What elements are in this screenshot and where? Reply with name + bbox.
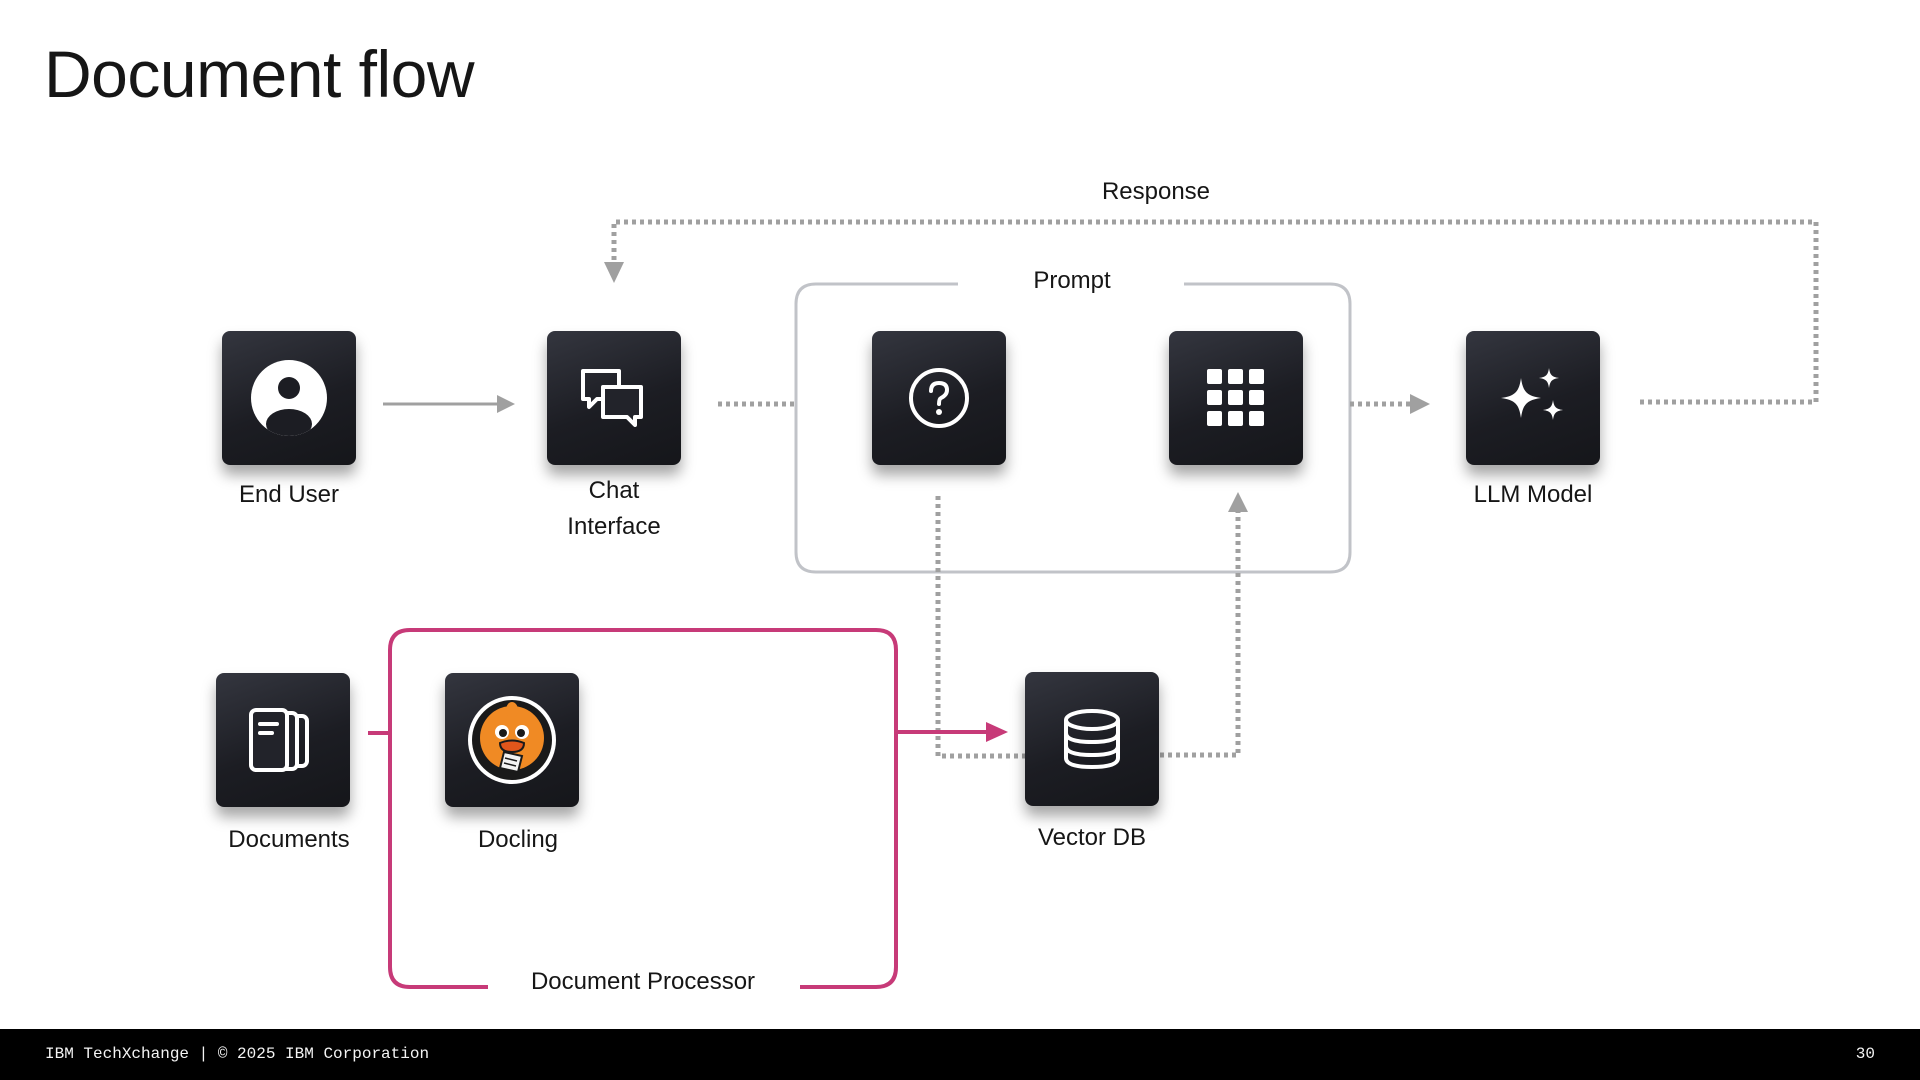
chat-bubbles-icon (579, 365, 649, 431)
arrowhead-prompt-to-llm (1410, 394, 1430, 414)
docling-node (445, 673, 579, 807)
docling-duck-logo (466, 694, 558, 786)
question-circle-icon (907, 366, 971, 430)
arrowhead-response (604, 262, 624, 283)
chat-interface-label-line1: Chat (588, 477, 640, 504)
docling-label: Docling (477, 826, 559, 853)
documents-icon (247, 708, 319, 772)
llm-model-label: LLM Model (1473, 481, 1593, 508)
page-number: 30 (1855, 1045, 1875, 1063)
question-node (872, 331, 1006, 465)
vector-db-label: Vector DB (1037, 824, 1147, 851)
grid-icon (1207, 369, 1265, 427)
end-user-node (222, 331, 356, 465)
chat-interface-label-line2: Interface (567, 513, 661, 540)
prompt-group-label: Prompt (1033, 267, 1111, 294)
response-label: Response (1101, 178, 1211, 205)
dotted-vectordb-to-grid (1160, 512, 1241, 758)
dotted-response-loop (611, 219, 1819, 405)
database-icon (1061, 708, 1123, 770)
documents-node (216, 673, 350, 807)
llm-model-node (1466, 331, 1600, 465)
dotted-question-to-vectordb (935, 496, 1026, 759)
arrowhead-user-to-chat (497, 395, 515, 413)
footer-bar: IBM TechXchange | © 2025 IBM Corporation… (0, 1029, 1920, 1080)
documents-label: Documents (228, 826, 350, 853)
grid-node (1169, 331, 1303, 465)
arrowhead-to-grid (1228, 492, 1248, 512)
document-processor-label: Document Processor (530, 968, 756, 995)
prompt-group-border (794, 282, 1352, 574)
document-processor-group-border (388, 628, 898, 989)
end-user-label: End User (238, 481, 340, 508)
vector-db-node (1025, 672, 1159, 806)
slide-title: Document flow (44, 37, 475, 111)
sparkles-icon (1497, 366, 1569, 430)
arrowhead-to-vectordb (986, 722, 1008, 742)
footer-copyright: IBM TechXchange | © 2025 IBM Corporation (45, 1045, 430, 1063)
chat-interface-node (547, 331, 681, 465)
user-avatar-icon (249, 358, 329, 438)
